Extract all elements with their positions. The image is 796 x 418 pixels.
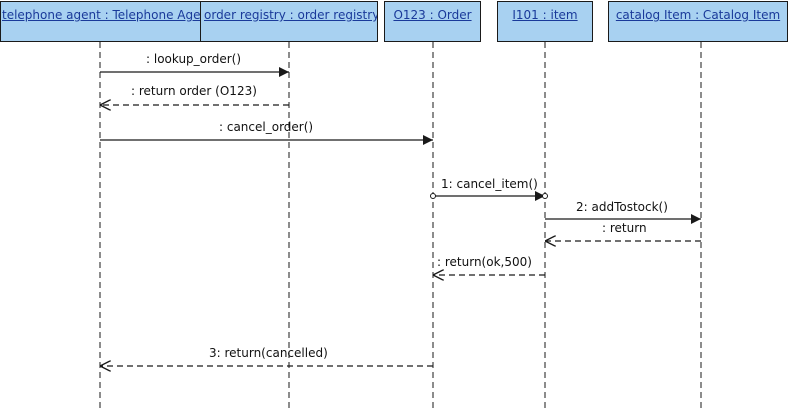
- message-label-return-ok: : return(ok,500): [437, 255, 532, 269]
- message-cancel-item-start-dot: [430, 193, 436, 199]
- lifeline-title-catalog: catalog Item : Catalog Item: [615, 8, 781, 22]
- lifeline-title-registry: order registry : order registry: [204, 8, 378, 22]
- lifeline-header-order[interactable]: O123 : Order: [384, 1, 481, 42]
- lifeline-title-agent: telephone agent : Telephone Agent: [2, 8, 201, 22]
- message-label-add-to-stock: 2: addTostock(): [576, 200, 668, 214]
- message-label-lookup-order: : lookup_order(): [146, 52, 242, 66]
- message-label-return-order: : return order (O123): [131, 84, 257, 98]
- lifeline-title-item: I101 : item: [512, 8, 578, 22]
- message-label-return-catalog: : return: [602, 221, 647, 235]
- lifeline-header-agent[interactable]: telephone agent : Telephone Agent: [0, 1, 201, 42]
- lifeline-header-catalog[interactable]: catalog Item : Catalog Item: [608, 1, 788, 42]
- message-cancel-item-end-dot: [542, 193, 548, 199]
- message-label-cancel-item: 1: cancel_item(): [441, 177, 538, 191]
- message-label-cancel-order: : cancel_order(): [219, 120, 314, 134]
- message-label-return-cancelled: 3: return(cancelled): [209, 346, 328, 360]
- lifeline-title-order: O123 : Order: [393, 8, 472, 22]
- lifeline-header-registry[interactable]: order registry : order registry: [200, 1, 378, 42]
- lifeline-header-item[interactable]: I101 : item: [497, 1, 593, 42]
